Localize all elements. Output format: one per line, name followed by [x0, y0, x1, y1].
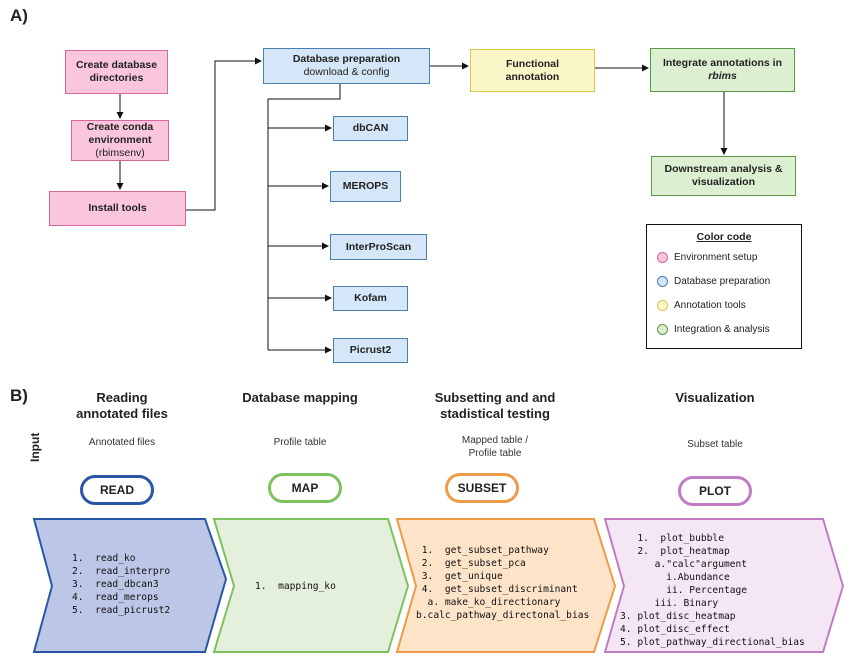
create-conda-environment-box: Create conda environment (rbimsenv)	[71, 120, 169, 161]
map-chevron	[212, 518, 410, 653]
function-item: a. make_ko_directionary	[416, 597, 561, 608]
subset-pill: SUBSET	[445, 473, 519, 503]
create-conda-environment-sub: (rbimsenv)	[95, 147, 145, 159]
stage-read-input: Annotated files	[62, 436, 182, 449]
stage-subset-title-line2: stadistical testing	[440, 406, 550, 421]
stage-plot-title-line1: Visualization	[675, 390, 755, 405]
stage-plot-input-line1: Subset table	[687, 439, 743, 450]
database-preparation-sub: download & config	[303, 66, 390, 78]
function-item: 1. mapping_ko	[255, 581, 336, 592]
create-database-directories-text: Create database directories	[75, 59, 158, 84]
function-item: 5. plot_pathway_directional_bias	[620, 637, 805, 648]
db-interproscan-box: InterProScan	[330, 234, 427, 260]
function-item: b.calc_pathway_directonal_bias	[416, 610, 590, 621]
plot-functions: 1. plot_bubble 2. plot_heatmap a."calc"a…	[620, 532, 805, 649]
stage-map-input-line1: Profile table	[273, 437, 327, 448]
functional-annotation-text: Functional annotation	[505, 57, 560, 83]
legend-label: Annotation tools	[674, 299, 746, 311]
stage-subset-input-line1: Mapped table /	[461, 435, 529, 446]
db-interproscan-text: InterProScan	[345, 240, 412, 253]
db-kofam-text: Kofam	[354, 292, 387, 304]
stage-read-title-line2: annotated files	[76, 406, 168, 421]
legend-dot-pink	[657, 251, 668, 263]
legend-dot-green	[657, 323, 668, 335]
function-item: 3. read_dbcan3	[72, 579, 159, 590]
stage-subset-input: Mapped table / Profile table	[430, 434, 560, 460]
integrate-annotations-rbims: rbims	[708, 70, 737, 82]
color-code-legend: Color code Environment setup Database pr…	[646, 224, 802, 349]
read-pill: READ	[80, 475, 154, 505]
map-functions: 1. mapping_ko	[255, 580, 336, 593]
database-preparation-title: Database preparation	[292, 53, 401, 65]
function-item: 4. read_merops	[72, 592, 159, 603]
function-item: 5. read_picrust2	[72, 605, 171, 616]
stage-subset-title: Subsetting and and stadistical testing	[410, 390, 580, 422]
legend-item-database-preparation: Database preparation	[657, 269, 801, 293]
stage-read-input-line1: Annotated files	[88, 437, 156, 448]
function-item: 2. read_interpro	[72, 566, 171, 577]
db-picrust2-text: Picrust2	[349, 344, 392, 356]
stage-map-title-line1: Database mapping	[242, 390, 358, 405]
install-tools-text: Install tools	[88, 202, 147, 214]
panel-b-label: B)	[10, 386, 28, 405]
legend-label: Database preparation	[674, 275, 771, 287]
function-item: i.Abundance	[620, 572, 730, 583]
db-merops-box: MEROPS	[330, 171, 401, 202]
legend-dot-yellow	[657, 299, 668, 311]
legend-dot-blue	[657, 275, 668, 287]
stage-read-title-line1: Reading	[96, 390, 148, 405]
function-item: ii. Percentage	[620, 585, 748, 596]
function-item: iii. Binary	[620, 598, 719, 609]
plot-pill: PLOT	[678, 476, 752, 506]
read-chevron	[32, 518, 228, 653]
functional-annotation-box: Functional annotation	[470, 49, 595, 92]
function-item: 2. get_subset_pca	[416, 558, 526, 569]
integrate-annotations-box: Integrate annotations in rbims	[650, 48, 795, 92]
stage-plot-title: Visualization	[655, 390, 775, 406]
downstream-analysis-text: Downstream analysis & visualization	[664, 163, 783, 188]
legend-item-environment-setup: Environment setup	[657, 245, 801, 269]
legend-label: Environment setup	[674, 251, 758, 263]
subset-chevron	[395, 518, 617, 653]
create-conda-environment-title: Create conda environment	[86, 121, 154, 146]
panel-a-connectors	[116, 57, 728, 354]
downstream-analysis-box: Downstream analysis & visualization	[651, 156, 796, 196]
stage-read-title: Reading annotated files	[62, 390, 182, 422]
db-dbcan-box: dbCAN	[333, 116, 408, 141]
read-functions: 1. read_ko 2. read_interpro 3. read_dbcan3…	[72, 552, 170, 617]
function-item: 3. get_unique	[416, 571, 503, 582]
legend-label: Integration & analysis	[674, 323, 770, 335]
plot-chevron	[603, 518, 845, 653]
function-item: 3. plot_disc_heatmap	[620, 611, 736, 622]
install-tools-box: Install tools	[49, 191, 186, 226]
function-item: 1. get_subset_pathway	[416, 545, 549, 556]
db-picrust2-box: Picrust2	[333, 338, 408, 363]
function-item: 4. plot_disc_effect	[620, 624, 730, 635]
stage-plot-input: Subset table	[655, 438, 775, 451]
db-merops-text: MEROPS	[342, 180, 389, 192]
create-database-directories-box: Create database directories	[65, 50, 168, 94]
stage-map-title: Database mapping	[225, 390, 375, 406]
panel-a-label: A)	[10, 6, 28, 25]
stage-subset-title-line1: Subsetting and and	[434, 390, 556, 405]
legend-item-integration-analysis: Integration & analysis	[657, 317, 801, 341]
function-item: 1. read_ko	[72, 553, 136, 564]
function-item: a."calc"argument	[620, 559, 748, 570]
db-kofam-box: Kofam	[333, 286, 408, 311]
database-preparation-box: Database preparation download & config	[263, 48, 430, 84]
stage-subset-input-line2: Profile table	[468, 448, 522, 459]
legend-title: Color code	[696, 231, 752, 243]
stage-map-input: Profile table	[240, 436, 360, 449]
subset-functions: 1. get_subset_pathway 2. get_subset_pca …	[416, 544, 589, 622]
function-item: 1. plot_bubble	[620, 533, 724, 544]
function-item: 4. get_subset_discriminant	[416, 584, 578, 595]
map-pill: MAP	[268, 473, 342, 503]
integrate-annotations-title: Integrate annotations in	[662, 57, 782, 69]
db-dbcan-text: dbCAN	[352, 122, 389, 134]
legend-item-annotation-tools: Annotation tools	[657, 293, 801, 317]
function-item: 2. plot_heatmap	[620, 546, 730, 557]
